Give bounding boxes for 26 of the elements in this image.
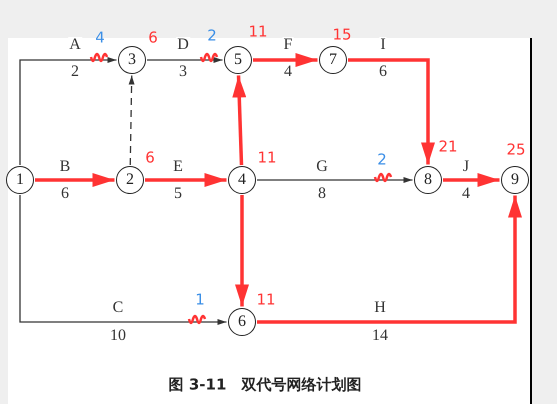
figure-caption: 图 3-11 双代号网络计划图: [168, 376, 362, 394]
arrow: [348, 58, 435, 164]
time-label: 11: [248, 24, 268, 40]
float-label: 4: [95, 30, 105, 46]
time-label: 15: [332, 28, 352, 42]
arrow: [235, 195, 249, 306]
arrow: [232, 75, 246, 166]
time-label: 11: [256, 292, 276, 308]
arrow: [19, 195, 226, 325]
arrow: [145, 173, 226, 187]
arrow: [35, 173, 114, 187]
time-label: 6: [148, 30, 158, 46]
time-label: 6: [145, 150, 155, 166]
float-label: 2: [207, 28, 217, 44]
arrow: [253, 53, 318, 67]
arrow: [128, 75, 135, 166]
arrow: [147, 57, 222, 63]
arrow: [257, 196, 522, 324]
float-label: 1: [195, 292, 205, 308]
time-label: 11: [257, 150, 277, 166]
arrow: [443, 173, 500, 187]
time-label: 21: [438, 140, 458, 154]
float-label: 2: [377, 152, 387, 168]
arrow: [19, 57, 116, 165]
time-label: 25: [506, 142, 526, 158]
arrow: [257, 177, 412, 183]
